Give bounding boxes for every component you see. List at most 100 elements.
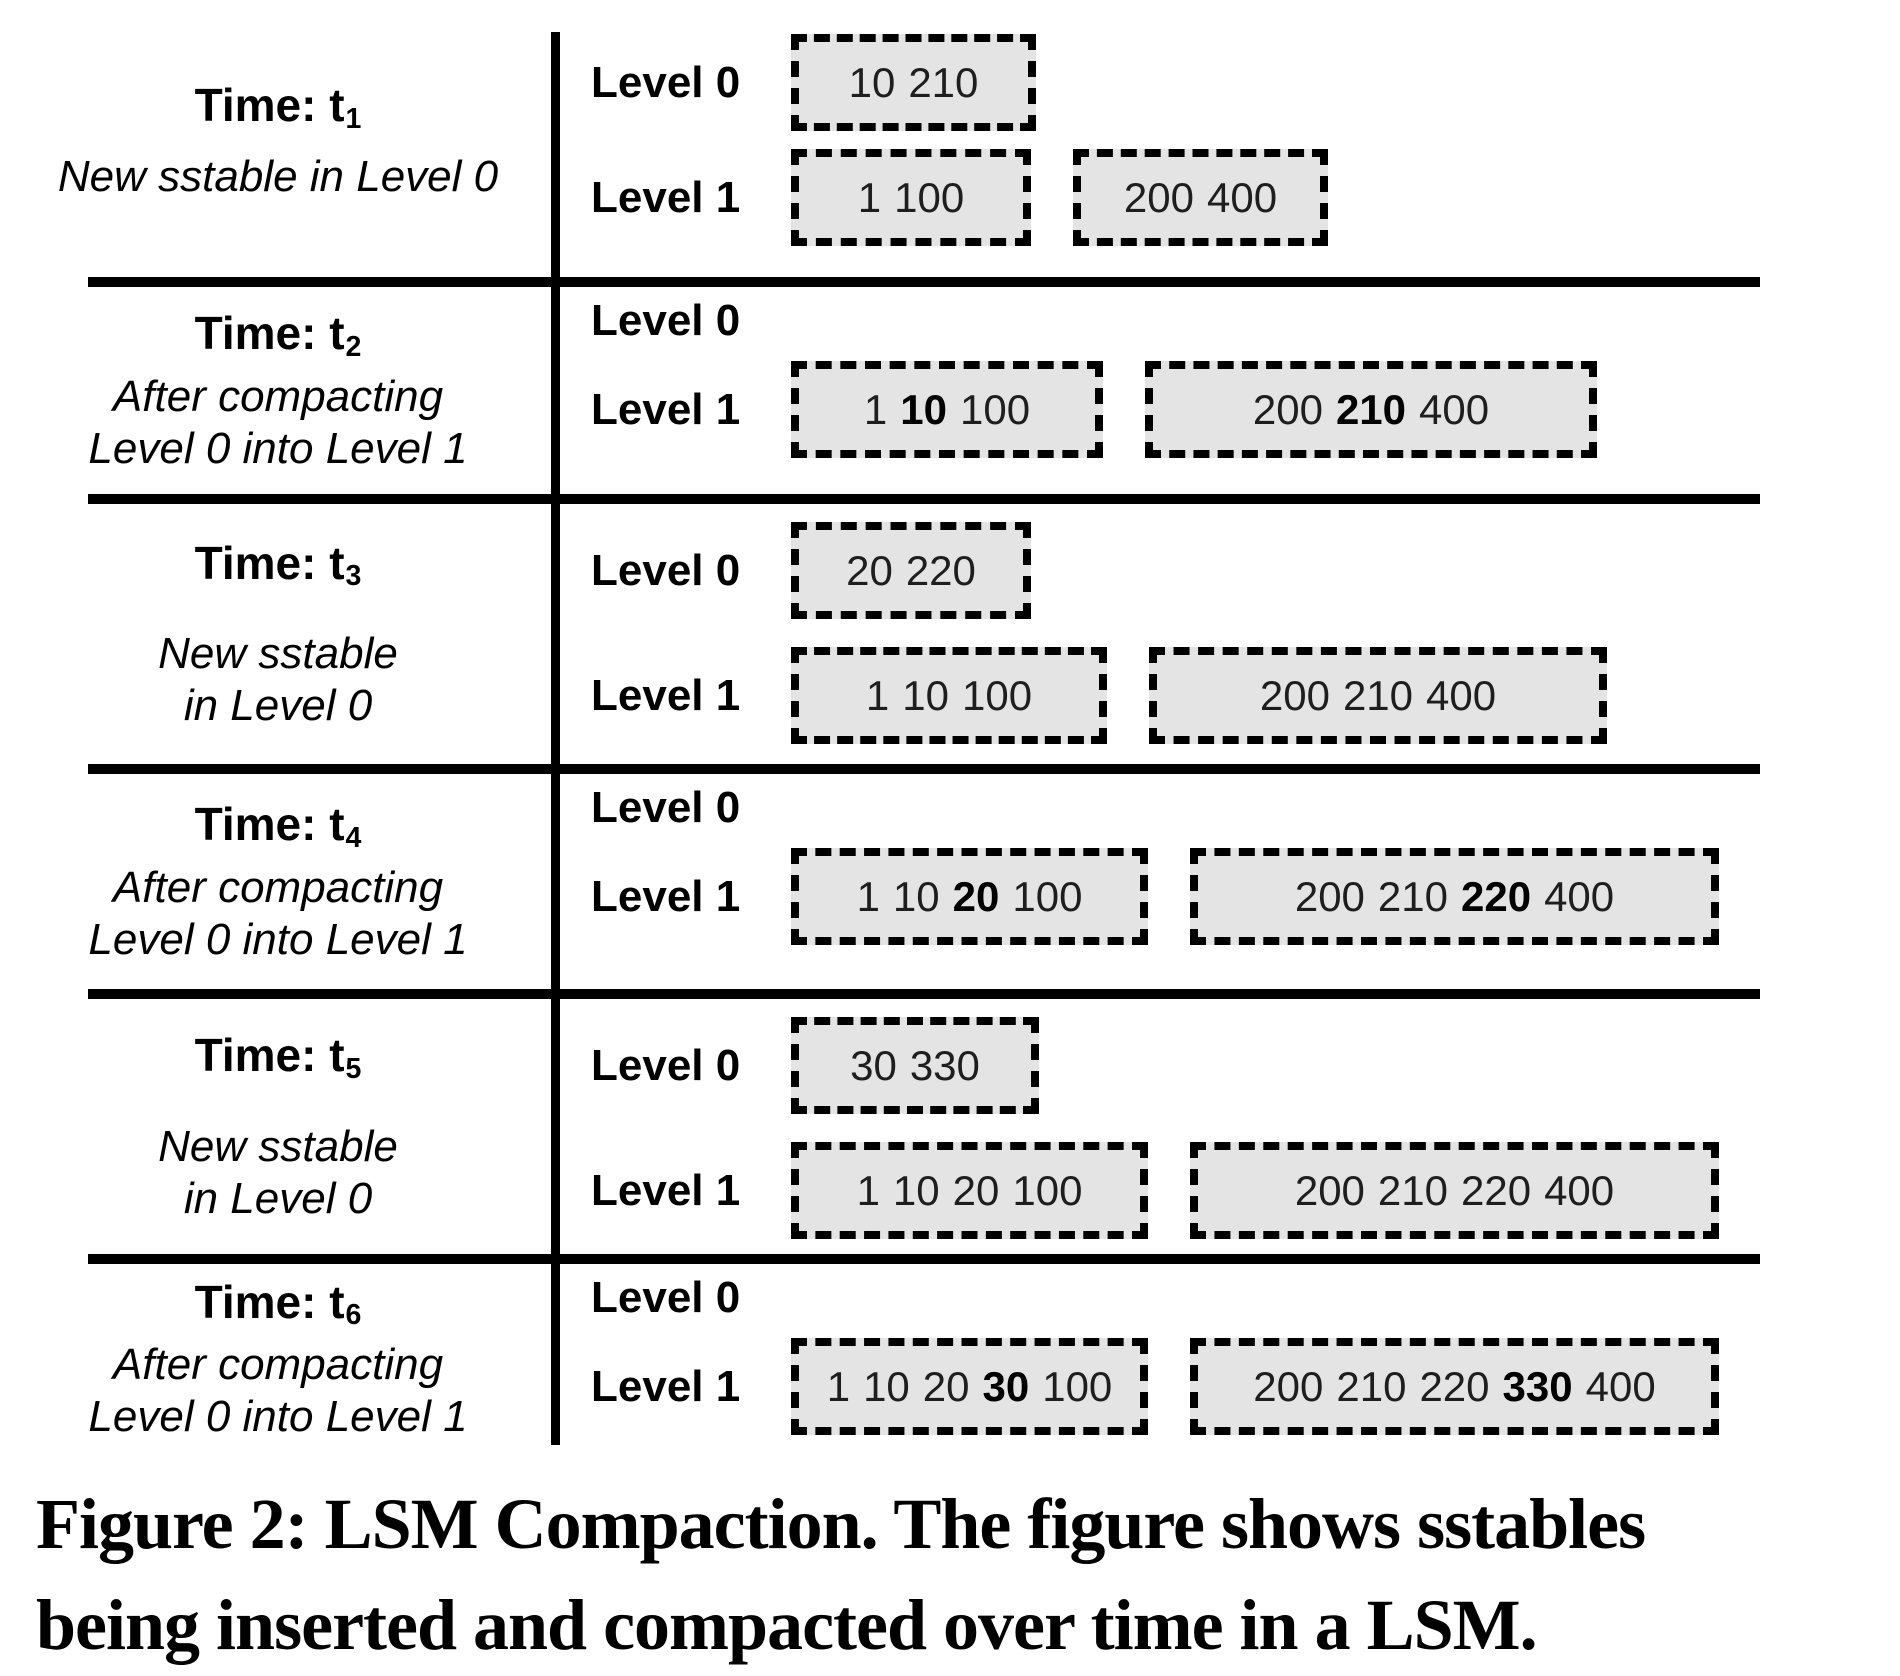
level-label: Level 0 xyxy=(591,57,741,107)
level-label: Level 0 xyxy=(591,545,741,595)
sstable-key: 30 xyxy=(850,1041,897,1089)
sstable-key: 200 xyxy=(1294,1166,1365,1214)
sstable-key: 100 xyxy=(894,173,965,221)
time-description-line: New sstable xyxy=(158,1121,398,1171)
time-label-prefix: Time: t xyxy=(194,79,345,132)
time-label-prefix: Time: t xyxy=(194,536,345,589)
sstable-key: 330 xyxy=(909,1041,980,1089)
level-line: Level 0 xyxy=(591,1272,1900,1324)
sstable-key: 220 xyxy=(905,546,976,594)
sstable-key: 20 xyxy=(952,872,1000,920)
sstable-key: 200 xyxy=(1294,872,1365,920)
sstable-key: 100 xyxy=(1042,1362,1113,1410)
time-subscript: 4 xyxy=(345,821,362,854)
time-label: Time: t1 xyxy=(195,80,362,135)
level-label: Level 1 xyxy=(591,1165,741,1215)
level-line: Level 0 xyxy=(591,782,1900,834)
sstable-key: 200 xyxy=(1259,671,1330,719)
sstable-key: 1 xyxy=(865,671,890,719)
sstable-key: 200 xyxy=(1253,1362,1324,1410)
sstable-key: 400 xyxy=(1419,385,1490,433)
time-subscript: 1 xyxy=(345,102,362,135)
sstable-key: 100 xyxy=(1012,1166,1083,1214)
sstable-key: 1 xyxy=(856,1166,880,1214)
time-label-prefix: Time: t xyxy=(194,1029,345,1082)
time-description-line: New sstable xyxy=(158,629,398,679)
time-description-line: in Level 0 xyxy=(183,1173,373,1223)
time-description-line: Level 0 into Level 1 xyxy=(88,914,468,964)
sstable-key: 10 xyxy=(902,671,949,719)
column-divider-line xyxy=(551,32,560,1445)
sstable-key: 20 xyxy=(952,1166,1000,1214)
row-divider-line xyxy=(88,277,1760,287)
sstable-key: 1 xyxy=(857,173,882,221)
sstable-key: 100 xyxy=(1012,872,1083,920)
level-line: Level 0 xyxy=(591,295,1900,347)
row-divider-line xyxy=(88,494,1760,504)
level-label: Level 1 xyxy=(591,1361,741,1411)
time-description-line: Level 0 into Level 1 xyxy=(88,1392,468,1442)
level-label: Level 1 xyxy=(591,670,741,720)
sstable-key: 200 xyxy=(1123,173,1194,221)
time-description-line: Level 0 into Level 1 xyxy=(88,423,468,473)
time-label: Time: t4 xyxy=(195,799,362,854)
sstable-key: 210 xyxy=(908,58,979,106)
time-description-line: in Level 0 xyxy=(183,681,373,731)
sstable-key: 10 xyxy=(848,58,896,106)
sstable-key: 210 xyxy=(1336,1362,1407,1410)
sstable-key: 210 xyxy=(1377,1166,1448,1214)
figure-caption-line: Figure 2: LSM Compaction. The figure sho… xyxy=(36,1484,1646,1564)
sstable-key: 20 xyxy=(846,546,893,594)
level-label: Level 1 xyxy=(591,172,741,222)
sstable-key: 10 xyxy=(892,1166,940,1214)
level-label: Level 1 xyxy=(591,384,741,434)
row-divider-line xyxy=(88,764,1760,774)
sstable-key: 400 xyxy=(1544,872,1615,920)
sstable-key: 400 xyxy=(1585,1362,1656,1410)
time-label: Time: t3 xyxy=(194,536,362,593)
sstable-key: 220 xyxy=(1461,1166,1532,1214)
sstable-key: 400 xyxy=(1544,1166,1615,1214)
time-label-prefix: Time: t xyxy=(194,798,345,851)
sstable-key: 210 xyxy=(1335,385,1407,433)
sstable-key: 20 xyxy=(922,1362,970,1410)
time-subscript: 6 xyxy=(345,1299,362,1332)
sstable-key: 220 xyxy=(1461,872,1532,920)
figure-caption: Figure 2: LSM Compaction. The figure sho… xyxy=(36,1474,1900,1676)
level-label: Level 1 xyxy=(591,871,741,921)
time-description-line: New sstable in Level 0 xyxy=(57,151,499,201)
figure-caption-line: being inserted and compacted over time i… xyxy=(36,1584,1538,1665)
sstable-key: 10 xyxy=(900,385,947,433)
